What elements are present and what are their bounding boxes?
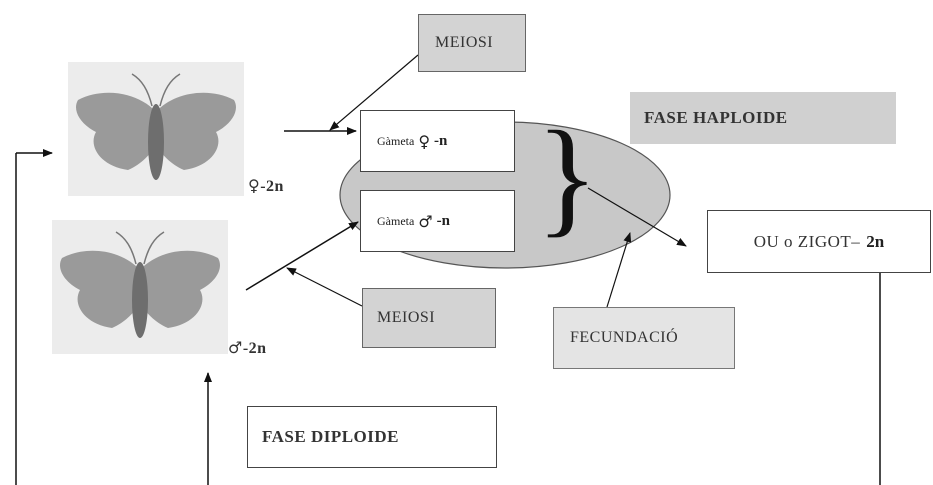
- zygote-label: OU o ZIGOT–: [753, 231, 861, 251]
- brace-symbol: }: [536, 105, 599, 249]
- fase-haploide-label: FASE HAPLOIDE: [644, 108, 788, 127]
- arrow-meiosi-bottom: [286, 267, 363, 307]
- fecundacio-box: FECUNDACIÓ: [553, 307, 735, 369]
- gameta-male-symbol: ♂: [418, 211, 433, 231]
- female-ploidy: -2n: [260, 178, 284, 195]
- moth-icon: [76, 73, 236, 180]
- arrow-fecundacio: [606, 232, 632, 308]
- male-symbol: ♂: [228, 338, 243, 357]
- meiosi-top-box: MEIOSI: [418, 14, 526, 72]
- gameta-male-ploidy: -n: [436, 212, 450, 229]
- fecundacio-label: FECUNDACIÓ: [570, 329, 679, 346]
- male-ploidy: -2n: [242, 340, 267, 357]
- gameta-male-word: Gàmeta: [377, 213, 415, 228]
- arrow-meiosi-top: [329, 54, 419, 131]
- female-moth-image: [68, 62, 244, 196]
- meiosi-top-label: MEIOSI: [435, 34, 494, 51]
- meiosi-bottom-label: MEIOSI: [377, 309, 436, 326]
- zygote-ploidy: 2n: [866, 231, 885, 251]
- fase-diploide-label: FASE DIPLOIDE: [262, 427, 400, 446]
- gameta-female-ploidy: -n: [434, 132, 448, 149]
- gameta-female-word: Gàmeta: [377, 133, 415, 148]
- gameta-male-box: Gàmeta ♂ -n: [360, 190, 515, 252]
- fase-diploide-box: FASE DIPLOIDE: [247, 406, 497, 468]
- male-ploidy-label: ♂-2n: [228, 338, 267, 358]
- moth-icon: [60, 231, 220, 338]
- arrow-male-to-gameta: [245, 221, 359, 291]
- male-moth-image: [52, 220, 228, 354]
- meiosi-bottom-box: MEIOSI: [362, 288, 496, 348]
- gameta-female-symbol: ♀: [418, 131, 431, 151]
- fase-haploide-box: FASE HAPLOIDE: [630, 92, 896, 144]
- female-symbol: ♀: [248, 176, 261, 195]
- female-ploidy-label: ♀-2n: [248, 176, 284, 196]
- gameta-female-box: Gàmeta ♀ -n: [360, 110, 515, 172]
- arrow-to-zygote: [587, 187, 687, 247]
- zygote-box: OU o ZIGOT– 2n: [707, 210, 931, 273]
